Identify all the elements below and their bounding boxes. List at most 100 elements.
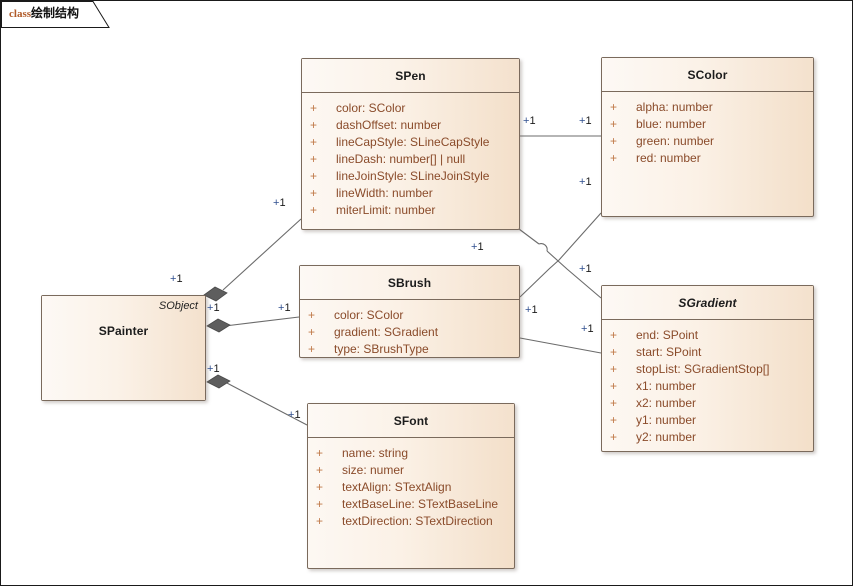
class-attributes-spen: + color: SColor + dashOffset: number + l… — [302, 93, 519, 225]
connector-sbrush-sgradient[interactable] — [519, 337, 602, 354]
visibility-marker: + — [308, 308, 316, 322]
diagram-tab[interactable]: class绘制结构 — [1, 1, 111, 28]
class-header-spainter: SObject SPainter — [42, 296, 205, 400]
attribute-row: + textBaseLine: STextBaseLine — [308, 496, 514, 513]
multiplicity-sbrush-left: +1 — [278, 302, 291, 314]
multiplicity-plus: + — [273, 197, 280, 209]
class-stereotype-spainter: SObject — [158, 300, 198, 312]
visibility-marker: + — [610, 396, 618, 410]
visibility-marker: + — [310, 135, 318, 149]
diagram-tab-label: class绘制结构 — [9, 6, 79, 22]
class-header-sbrush: SBrush — [300, 266, 519, 300]
attribute-label: name: string — [342, 446, 409, 460]
class-attributes-sfont: + name: string + size: numer + textAlign… — [308, 438, 514, 536]
multiplicity-plus: + — [579, 115, 586, 127]
class-box-spen[interactable]: SPen + color: SColor + dashOffset: numbe… — [301, 58, 520, 230]
diagram-tab-name: 绘制结构 — [31, 6, 80, 20]
attribute-row: + name: string — [308, 445, 514, 462]
attribute-label: end: SPoint — [636, 328, 699, 342]
attribute-label: type: SBrushType — [334, 342, 429, 356]
attribute-row: + blue: number — [602, 116, 813, 133]
attribute-label: color: SColor — [334, 308, 404, 322]
visibility-marker: + — [610, 100, 618, 114]
class-name-sfont: SFont — [393, 413, 429, 428]
attribute-label: dashOffset: number — [336, 118, 442, 132]
attribute-row: + lineJoinStyle: SLineJoinStyle — [302, 168, 519, 185]
class-box-scolor[interactable]: SColor + alpha: number + blue: number + … — [601, 57, 814, 217]
attribute-label: stopList: SGradientStop[] — [636, 362, 770, 376]
multiplicity-number: 1 — [279, 197, 286, 209]
multiplicity-scolor-left-mid: +1 — [579, 176, 592, 188]
attribute-label: green: number — [636, 134, 715, 148]
attribute-label: x2: number — [636, 396, 697, 410]
connector-sbrush-scolor[interactable] — [519, 212, 602, 298]
multiplicity-number: 1 — [585, 115, 592, 127]
attribute-row: + x1: number — [602, 378, 813, 395]
multiplicity-number: 1 — [213, 302, 220, 314]
attribute-label: textAlign: STextAlign — [342, 480, 452, 494]
class-header-sfont: SFont — [308, 404, 514, 438]
multiplicity-plus: + — [579, 263, 586, 275]
attribute-row: + x2: number — [602, 395, 813, 412]
multiplicity-sbrush-topright: +1 — [471, 241, 484, 253]
multiplicity-number: 1 — [477, 241, 484, 253]
class-box-sbrush[interactable]: SBrush + color: SColor + gradient: SGrad… — [299, 265, 520, 358]
connector-spainter-spen[interactable] — [201, 218, 302, 302]
multiplicity-plus: + — [207, 302, 214, 314]
connector-spainter-sbrush[interactable] — [206, 316, 300, 333]
attribute-row: + miterLimit: number — [302, 202, 519, 219]
visibility-marker: + — [310, 152, 318, 166]
attribute-label: gradient: SGradient — [334, 325, 439, 339]
class-header-spen: SPen — [302, 59, 519, 93]
class-box-sfont[interactable]: SFont + name: string + size: numer + tex… — [307, 403, 515, 569]
attribute-row: + alpha: number — [602, 99, 813, 116]
diagram-tab-keyword: class — [9, 8, 31, 20]
multiplicity-painter-bottom: +1 — [207, 363, 220, 375]
attribute-row: + lineDash: number[] | null — [302, 151, 519, 168]
visibility-marker: + — [316, 463, 324, 477]
multiplicity-number: 1 — [213, 363, 220, 375]
multiplicity-scolor-left-top: +1 — [579, 115, 592, 127]
class-attributes-sbrush: + color: SColor + gradient: SGradient + … — [300, 300, 519, 364]
multiplicity-sbrush-right: +1 — [525, 304, 538, 316]
multiplicity-number: 1 — [529, 115, 536, 127]
attribute-label: x1: number — [636, 379, 697, 393]
attribute-row: + color: SColor — [300, 307, 519, 324]
visibility-marker: + — [610, 413, 618, 427]
class-attributes-sgradient: + end: SPoint + start: SPoint + stopList… — [602, 320, 813, 452]
class-box-sgradient[interactable]: SGradient + end: SPoint + start: SPoint … — [601, 285, 814, 452]
attribute-label: size: numer — [342, 463, 405, 477]
attribute-label: blue: number — [636, 117, 707, 131]
attribute-label: red: number — [636, 151, 701, 165]
visibility-marker: + — [610, 430, 618, 444]
visibility-marker: + — [308, 342, 316, 356]
class-box-spainter[interactable]: SObject SPainter — [41, 295, 206, 401]
attribute-row: + lineCapStyle: SLineCapStyle — [302, 134, 519, 151]
visibility-marker: + — [310, 118, 318, 132]
multiplicity-spen-source: +1 — [273, 197, 286, 209]
visibility-marker: + — [310, 101, 318, 115]
attribute-row: + red: number — [602, 150, 813, 167]
attribute-row: + green: number — [602, 133, 813, 150]
visibility-marker: + — [610, 328, 618, 342]
multiplicity-plus: + — [579, 176, 586, 188]
diagram-tab-shape — [1, 1, 110, 28]
multiplicity-painter-top: +1 — [170, 273, 183, 285]
class-header-sgradient: SGradient — [602, 286, 813, 320]
visibility-marker: + — [316, 480, 324, 494]
multiplicity-painter-mid: +1 — [207, 302, 220, 314]
attribute-row: + gradient: SGradient — [300, 324, 519, 341]
class-name-spainter: SPainter — [98, 324, 149, 338]
attribute-label: lineWidth: number — [336, 186, 433, 200]
attribute-label: textBaseLine: STextBaseLine — [342, 497, 499, 511]
multiplicity-plus: + — [207, 363, 214, 375]
connector-spainter-sfont[interactable] — [206, 374, 308, 426]
attribute-row: + textDirection: STextDirection — [308, 513, 514, 530]
connector-spen-sgradient-crossing[interactable] — [518, 228, 602, 299]
attribute-row: + y2: number — [602, 429, 813, 446]
attribute-label: lineDash: number[] | null — [336, 152, 466, 166]
multiplicity-number: 1 — [585, 263, 592, 275]
visibility-marker: + — [610, 151, 618, 165]
